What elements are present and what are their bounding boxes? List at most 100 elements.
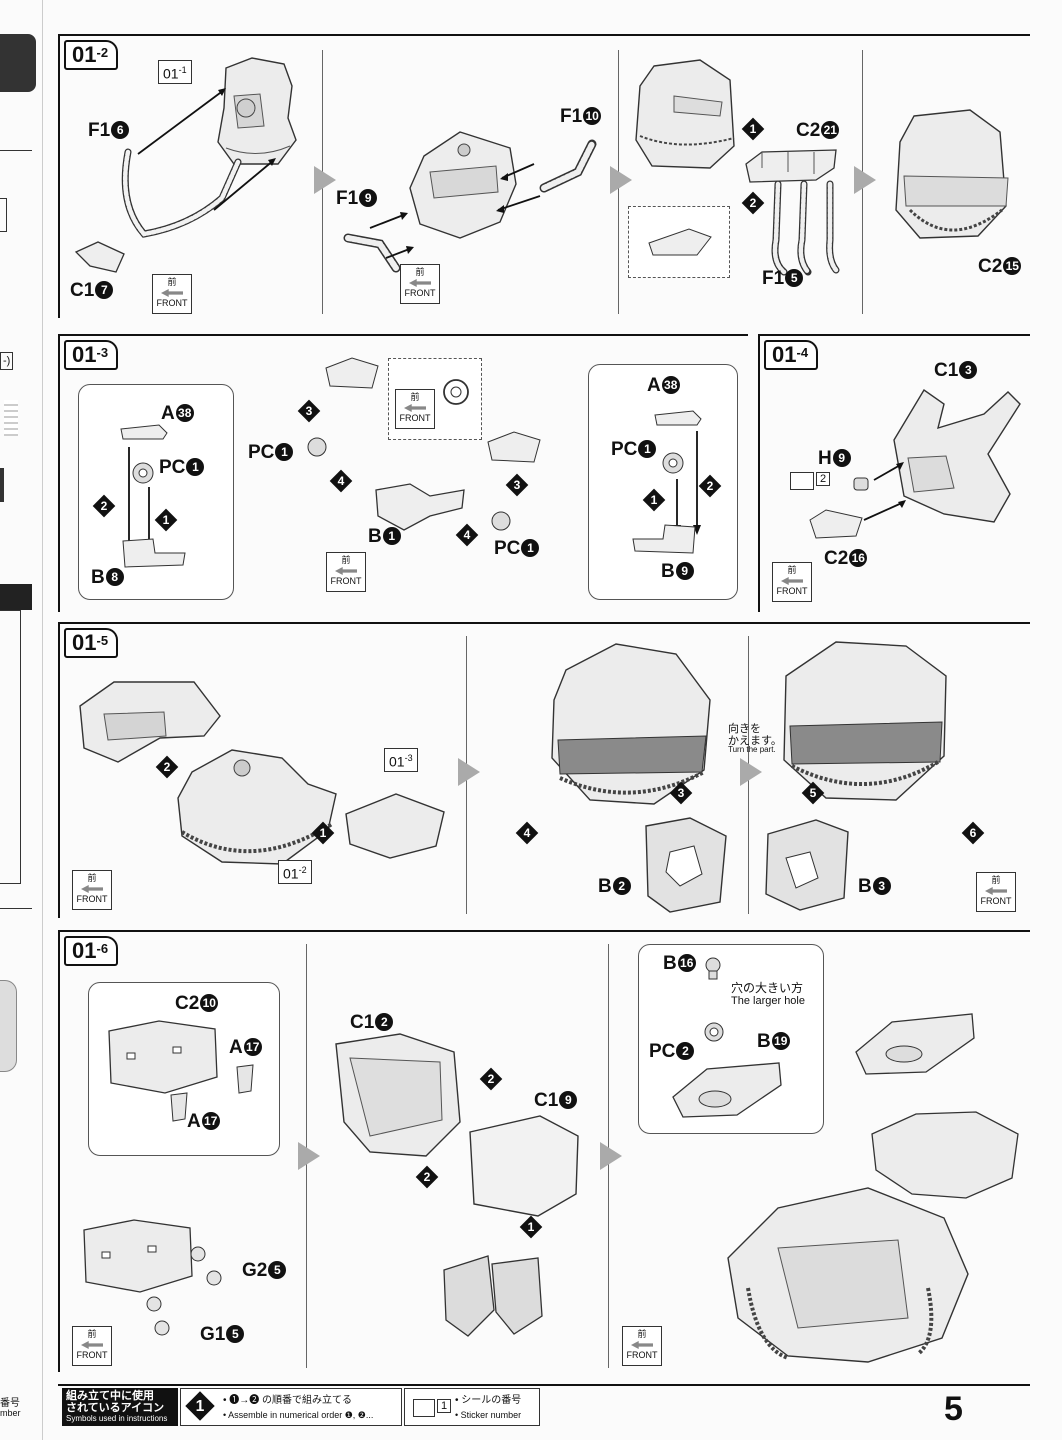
a-part-illustration [487,431,541,463]
sticker-icon [790,472,814,490]
arrow [137,88,276,211]
torso-assembly-illustration [551,643,711,805]
shoulder-assembly-illustration [345,793,445,859]
dark-tab [0,34,36,92]
tube-part-illustration [343,233,401,273]
order-legend-en: • Assemble in numerical order ❶, ❷... [223,1410,374,1420]
pc-part-illustration [704,1022,724,1042]
hole-note-jp: 穴の大きい方 [731,981,804,995]
shoulder-assembly-illustration [79,681,221,763]
sticker-legend-en: • Sticker number [455,1410,522,1420]
step-marker: 2 [479,1067,503,1091]
left-rule-2 [0,908,32,909]
step-marker: 4 [329,469,353,493]
page-number: 5 [944,1390,963,1428]
left-bar [0,468,4,502]
tube-part-illustration [539,139,597,193]
step-marker: 3 [297,399,321,423]
legend-title-jp: 組み立て中に使用 [66,1390,154,1402]
step-marker: 1 [642,488,666,512]
h-part-illustration [853,477,869,491]
armor-plate-illustration [645,817,727,913]
step-marker: 5 [801,781,825,805]
section-title: 01-2 [64,40,119,70]
c1-part-illustration [74,241,125,273]
torso-part-illustration [635,59,735,169]
pc-ring-illustration [132,462,154,484]
b-cap-illustration [705,957,721,980]
step-marker: 2 [741,191,765,215]
reference-tag: 01-3 [384,748,418,772]
left-strip: -) 番号 mber [0,0,46,1440]
shoulder-part-illustration [893,388,1021,523]
legend-title-jp: されているアイコン [66,1402,165,1414]
c2-part-illustration [809,509,863,539]
cover-plate-illustration [469,1115,579,1217]
left-text-1: -) [0,352,14,370]
step-marker: 3 [505,473,529,497]
tube-part-illustration [121,148,242,238]
g-pair-illustration [443,1255,543,1337]
step-marker-icon: 1 [185,1391,215,1421]
pc-top-view-illustration [443,379,469,405]
arrow [873,462,904,481]
left-frame [0,610,21,884]
left-rule-1 [0,150,32,151]
hip-part-illustration [409,131,517,239]
footer-legend-box: 組み立て中に使用 されているアイコン Symbols used in instr… [62,1388,178,1426]
next-arrow [458,758,480,786]
section-title: 01-3 [64,340,119,370]
section-title: 01-5 [64,628,119,658]
b-base-illustration [672,1062,782,1118]
reference-tag: 01-1 [158,60,192,84]
pc-part-illustration [307,437,327,457]
torso-rear-illustration [783,641,947,801]
left-grid [4,400,18,436]
left-box-1 [0,198,7,232]
reference-tag: 01-2 [278,860,312,884]
step-marker: 1 [154,508,178,532]
left-text-3: mber [0,1408,21,1418]
next-arrow [740,758,762,786]
detail-inset [628,206,730,278]
next-arrow [600,1142,622,1170]
a-clip-illustration [654,410,702,426]
arrow [863,500,906,521]
sticker-legend-jp: • シールの番号 [455,1395,522,1406]
step-marker: 2 [92,494,116,518]
step-marker: 1 [519,1215,543,1239]
